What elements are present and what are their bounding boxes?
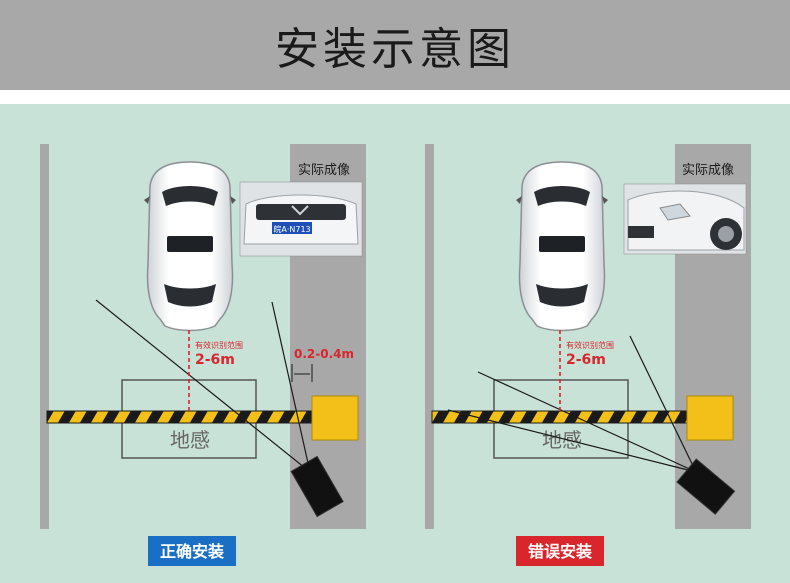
left-lane-line [40,144,49,529]
left-offset-value: 0.2-0.4m [294,347,354,361]
left-caption-badge [148,536,236,566]
right-range-label: 有效识别范围 [566,340,614,350]
left-car-top-view [144,161,236,332]
left-view-line-1 [95,299,311,473]
right-range-value: 2-6m [566,352,606,368]
right-barrier-arm [431,410,688,424]
right-lane-line [425,144,434,529]
right-imaging-photo [623,183,747,255]
left-view-line-2 [271,301,311,473]
right-view-line-3 [447,409,697,473]
page-title: 安装示意图 [275,24,515,75]
left-barrier-box [311,395,359,441]
right-view-line-1 [477,371,697,473]
right-panel: 地感 有效识别范围 2-6m 实际成像 错 [425,144,751,566]
header-bar: 安装示意图 [0,0,790,90]
left-caption: 正确安装 [160,542,224,561]
right-barrier-box [686,395,734,441]
right-caption-badge [516,536,604,566]
diagram-canvas: 地感 有效识别范围 2-6m 0.2-0.4m 实际成像 [0,104,790,583]
left-panel: 地感 有效识别范围 2-6m 0.2-0.4m 实际成像 [40,144,366,566]
right-loop-label: 地感 [542,428,582,452]
right-imaging-label: 实际成像 [682,163,734,178]
right-view-line-2 [629,335,697,473]
left-barrier-arm [46,410,313,424]
right-caption: 错误安装 [528,542,592,561]
left-imaging-photo: 皖A·N713 [239,181,363,257]
left-loop-label: 地感 [170,428,210,452]
left-range-label: 有效识别范围 [195,340,243,350]
right-camera [676,458,736,515]
left-camera [290,455,344,518]
left-plate-text: 皖A·N713 [273,224,310,234]
right-car-top-view [516,161,608,332]
left-range-value: 2-6m [195,352,235,368]
left-imaging-label: 实际成像 [298,163,350,178]
installation-diagram: 地感 有效识别范围 2-6m 0.2-0.4m 实际成像 [40,144,751,566]
